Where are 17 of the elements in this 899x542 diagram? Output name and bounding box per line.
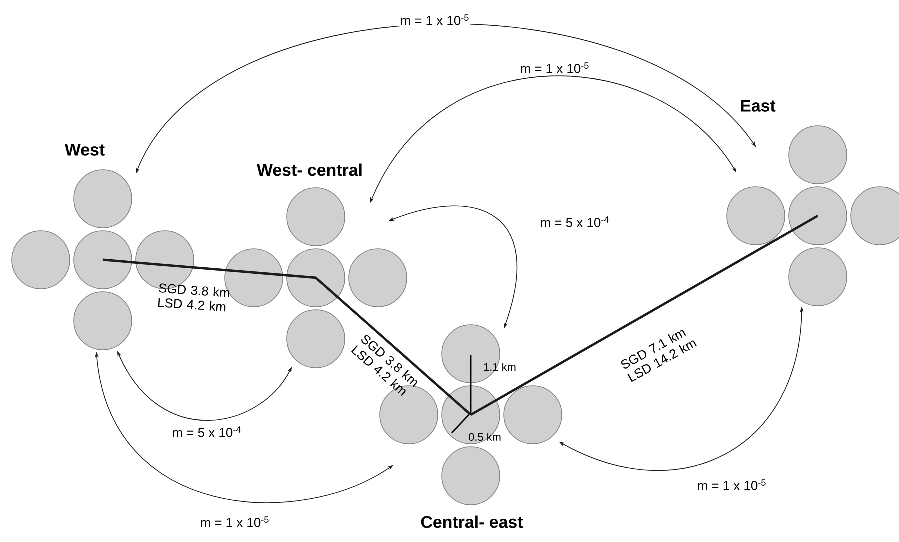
edge-label: m = 1 x 10$^{-5}$ (696, 478, 768, 492)
edge-label: m = 1 x 10$^{-5}$ (519, 62, 591, 74)
group-heading: Central- east (421, 516, 524, 528)
edge-label: SGD 7.1 km LSD 14.2 km (621, 330, 697, 382)
edge-label: m = 5 x 10$^{-4}$ (539, 216, 611, 228)
edge-label: SGD 3.8 km LSD 4.2 km (158, 284, 230, 312)
group-heading: West (64, 144, 105, 156)
distance-line (470, 214, 819, 416)
edge-label: m = 1 x 10$^{-5}$ (199, 516, 271, 528)
edge-label: SGD 3.8 km LSD 4.2 km (351, 335, 418, 396)
dimension-label: 1.1 km (484, 363, 516, 371)
edge-label: m = 1 x 10$^{-5}$ (399, 14, 471, 26)
edge-label: m = 5 x 10$^{-4}$ (171, 426, 243, 438)
distance-line (102, 258, 316, 280)
group-heading: East (741, 100, 776, 112)
group-heading: West- central (257, 164, 362, 176)
distance-line (315, 277, 472, 416)
